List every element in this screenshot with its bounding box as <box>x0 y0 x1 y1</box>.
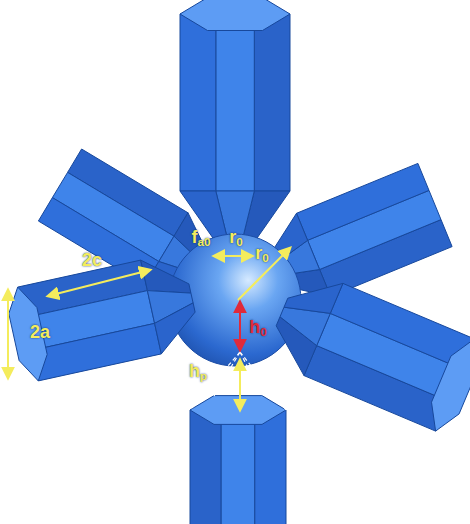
dimension-label: r0 <box>229 228 243 248</box>
dimension-arrow <box>239 302 241 350</box>
bottom-prism <box>190 396 286 524</box>
dimension-label: h0 <box>249 318 267 338</box>
dimension-label: 2a <box>30 323 50 341</box>
dimension-label: r0 <box>255 244 269 264</box>
dashed-line <box>240 352 262 396</box>
prism-face <box>180 14 216 191</box>
prism-face <box>216 14 255 191</box>
prism-end-face <box>180 0 290 31</box>
prism-face <box>32 323 162 381</box>
dashed-line <box>214 352 240 396</box>
dashed-line <box>240 352 286 410</box>
top-prism <box>180 0 290 246</box>
prism-face <box>255 410 286 524</box>
prism-face <box>330 283 470 369</box>
dimension-arrow <box>7 290 9 378</box>
prism-taper <box>155 303 196 354</box>
prism-face <box>254 14 290 191</box>
prism-face <box>221 410 255 524</box>
dimension-arrow <box>239 360 241 410</box>
prism-face <box>297 163 430 240</box>
dimension-label: hp <box>189 362 207 382</box>
dimension-arrow <box>214 255 252 257</box>
prism-face <box>190 410 221 524</box>
prism-end-face <box>190 396 286 425</box>
prism-end-face <box>432 339 470 431</box>
dimension-label: fa0 <box>191 228 210 248</box>
prism-taper <box>141 260 191 293</box>
dimension-arrow <box>238 248 290 300</box>
dimension-arrow <box>48 270 150 296</box>
lower-right-prism <box>276 283 470 431</box>
dimension-label: 2c <box>82 251 102 269</box>
dimension-arrows <box>8 248 290 410</box>
lower-left-prism <box>9 260 195 381</box>
prism-taper <box>280 307 330 345</box>
hidden-taper-lines <box>190 352 286 410</box>
prism-taper <box>284 283 343 313</box>
